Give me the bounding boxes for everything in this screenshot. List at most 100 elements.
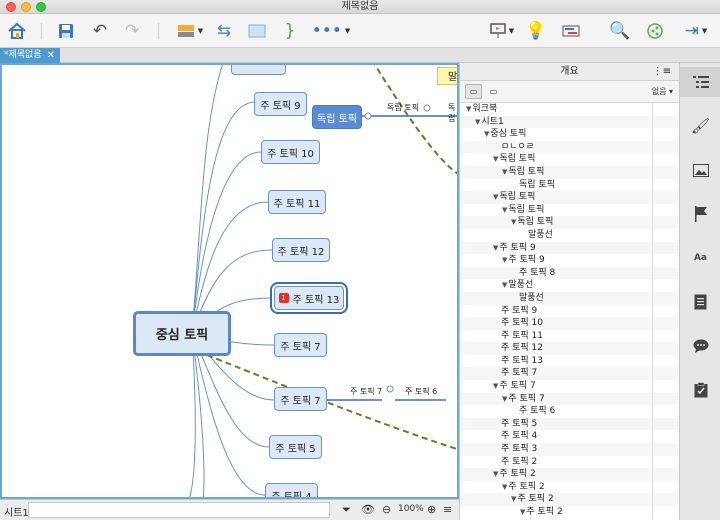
expand-triangle-icon[interactable]: ▼ bbox=[502, 482, 508, 491]
outline-tree-item[interactable]: 말풍선 bbox=[460, 229, 679, 242]
outline-icon[interactable] bbox=[680, 67, 720, 97]
outline-tree-item[interactable]: ▼독립 토픽 bbox=[460, 204, 679, 217]
outline-tree-item[interactable]: ▼주 토픽 2 bbox=[460, 506, 679, 519]
outline-tree-item[interactable]: 주 토픽 6 bbox=[460, 405, 679, 418]
outline-tree-item[interactable]: ▼독립 토픽 bbox=[460, 165, 679, 179]
gantt-icon[interactable] bbox=[560, 19, 582, 43]
outline-tree-item[interactable]: ▼주 토픽 2 bbox=[460, 493, 679, 506]
outline-tree-item[interactable]: ▼독립 토픽 bbox=[460, 153, 679, 166]
outline-tree-item[interactable]: 주 토픽 9 bbox=[460, 305, 679, 318]
expand-triangle-icon[interactable]: ▼ bbox=[493, 382, 499, 391]
topic-node[interactable]: 주 토픽 5 bbox=[269, 435, 322, 459]
topic-node[interactable]: 주 토픽 11 bbox=[268, 190, 326, 214]
outline-tree-item[interactable]: 주 토픽 10 bbox=[460, 317, 679, 330]
window-maximize-button[interactable] bbox=[36, 2, 46, 12]
outline-tree-item[interactable]: 주 토픽 2 bbox=[460, 456, 679, 469]
outline-tree-item[interactable]: 주 토픽 3 bbox=[460, 443, 679, 456]
more-icon[interactable]: •••▼ bbox=[311, 21, 351, 41]
independent-subtopic-label-2[interactable]: 독립 bbox=[448, 103, 456, 123]
outline-tree-item[interactable]: ▼주 토픽 9 bbox=[460, 241, 679, 255]
callout-note[interactable]: 말 bbox=[437, 67, 457, 85]
topic-node[interactable]: 주 토픽 10 bbox=[261, 140, 320, 164]
boundary-icon[interactable] bbox=[246, 19, 268, 43]
tab-document[interactable]: *제목없음 ✕ bbox=[0, 48, 60, 63]
outline-tree-item[interactable]: ▼워크북 bbox=[460, 103, 679, 116]
window-close-button[interactable] bbox=[6, 2, 16, 12]
fit-map-icon[interactable]: ≡ bbox=[443, 503, 453, 516]
outline-tree-item[interactable]: 주 토픽 8 bbox=[460, 266, 679, 280]
notes-icon[interactable] bbox=[680, 287, 720, 317]
outline-tree-item[interactable]: 주 토픽 4 bbox=[460, 430, 679, 443]
topic-node[interactable]: 주 토픽 4 bbox=[265, 483, 318, 497]
independent-subtopic-label[interactable]: 독립 토픽 bbox=[387, 103, 419, 112]
filter-icon[interactable]: ⏷ bbox=[342, 503, 351, 516]
expand-triangle-icon[interactable]: ▼ bbox=[502, 394, 508, 403]
outline-tree-item[interactable]: ㅁㄴㅇㄹ bbox=[460, 140, 679, 154]
outline-tree-item[interactable]: ▼주 토픽 9 bbox=[460, 254, 679, 267]
outline-tree-item[interactable]: 주 토픽 7 bbox=[460, 367, 679, 381]
sheet-tab[interactable]: 시트1 bbox=[4, 508, 29, 519]
share-icon[interactable] bbox=[644, 19, 666, 43]
independent-topic-node[interactable]: 독립 토픽 bbox=[312, 105, 362, 129]
expand-triangle-icon[interactable]: ▼ bbox=[511, 218, 517, 227]
subtopic-label[interactable]: 주 토픽 6 bbox=[405, 387, 438, 396]
outline-expand-icon[interactable]: ▭ bbox=[465, 84, 482, 99]
outline-tree-item[interactable]: ▼시트1 bbox=[460, 115, 679, 129]
outline-collapse-icon[interactable]: ▭ bbox=[485, 84, 502, 99]
window-minimize-button[interactable] bbox=[21, 2, 31, 12]
outline-filter-select[interactable]: 없음 ▾ bbox=[651, 87, 673, 96]
outline-tree-item[interactable]: ▼주 토픽 2 bbox=[460, 468, 679, 481]
outline-tree-item[interactable]: 주 토픽 13 bbox=[460, 355, 679, 368]
expand-triangle-icon[interactable]: ▼ bbox=[502, 205, 508, 214]
outline-tree-item[interactable]: ▼주 토픽 2 bbox=[460, 481, 679, 494]
save-icon[interactable] bbox=[56, 19, 76, 43]
outline-tree-item[interactable]: ▼주 토픽 7 bbox=[460, 392, 679, 406]
comment-icon[interactable] bbox=[680, 331, 720, 361]
central-topic-node[interactable]: 중심 토픽 bbox=[133, 311, 231, 356]
eye-icon[interactable]: 👁 bbox=[361, 503, 375, 516]
export-icon[interactable]: ⇥▼ bbox=[684, 21, 708, 41]
subtopic-label[interactable]: 주 토픽 7 bbox=[350, 387, 383, 396]
expand-triangle-icon[interactable]: ▼ bbox=[502, 167, 508, 176]
topic-node[interactable]: 주 토픽 12 bbox=[272, 238, 330, 262]
expand-triangle-icon[interactable]: ▼ bbox=[493, 155, 499, 164]
outline-tree-item[interactable]: ▼중심 토픽 bbox=[460, 128, 679, 141]
home-icon[interactable] bbox=[6, 19, 28, 43]
redo-icon[interactable]: ↷ bbox=[124, 21, 140, 41]
outline-tree-item[interactable]: ▼독립 토픽 bbox=[460, 216, 679, 229]
marker-flag-icon[interactable] bbox=[680, 199, 720, 229]
format-brush-icon[interactable]: 🖌 bbox=[690, 117, 711, 135]
expand-triangle-icon[interactable]: ▼ bbox=[493, 243, 499, 252]
expand-triangle-icon[interactable]: ▼ bbox=[466, 105, 472, 113]
expand-triangle-icon[interactable]: ▼ bbox=[493, 470, 499, 479]
outline-tree-item[interactable]: 주 토픽 11 bbox=[460, 330, 679, 343]
expand-triangle-icon[interactable]: ▼ bbox=[502, 281, 508, 290]
expand-triangle-icon[interactable]: ▼ bbox=[493, 193, 499, 202]
outline-tree-item[interactable]: 독립 토픽 bbox=[460, 179, 679, 192]
sheet-tab-strip[interactable] bbox=[28, 502, 330, 518]
expand-triangle-icon[interactable]: ▼ bbox=[484, 130, 490, 139]
outline-tree-item[interactable]: ▼말풍선 bbox=[460, 279, 679, 292]
search-icon[interactable]: 🔍 bbox=[609, 21, 631, 41]
expand-triangle-icon[interactable]: ▼ bbox=[502, 256, 508, 265]
outline-tree-item[interactable]: 주 토픽 5 bbox=[460, 417, 679, 431]
outline-tree-item[interactable]: 주 토픽 12 bbox=[460, 342, 679, 355]
mindmap-canvas[interactable]: 주 토픽 9 독립 토픽 독립 토픽 독립 말 주 토픽 10 주 토픽 11 … bbox=[0, 63, 459, 499]
expand-triangle-icon[interactable]: ▼ bbox=[475, 117, 481, 126]
zoom-out-icon[interactable]: ⊖ bbox=[382, 503, 392, 516]
outline-menu-icon[interactable]: ⋮≡ bbox=[652, 66, 671, 77]
zoom-in-icon[interactable]: ⊕ bbox=[427, 503, 437, 516]
topic-node-partial[interactable] bbox=[231, 65, 286, 75]
topic-style-icon[interactable]: ▼ bbox=[173, 19, 207, 43]
task-icon[interactable] bbox=[680, 375, 720, 405]
zoom-level[interactable]: 100% bbox=[398, 504, 424, 514]
text-style-icon[interactable]: Aa bbox=[693, 253, 708, 263]
outline-tree-item[interactable]: ▼주 토픽 7 bbox=[460, 380, 679, 393]
presentation-icon[interactable]: ▼ bbox=[484, 19, 520, 43]
idea-icon[interactable]: 💡 bbox=[525, 21, 547, 41]
close-icon[interactable]: ✕ bbox=[46, 50, 55, 61]
expand-triangle-icon[interactable]: ▼ bbox=[511, 495, 517, 504]
outline-tree-item[interactable]: ▼독립 토픽 bbox=[460, 191, 679, 204]
topic-node[interactable]: 주 토픽 7 bbox=[274, 387, 327, 411]
